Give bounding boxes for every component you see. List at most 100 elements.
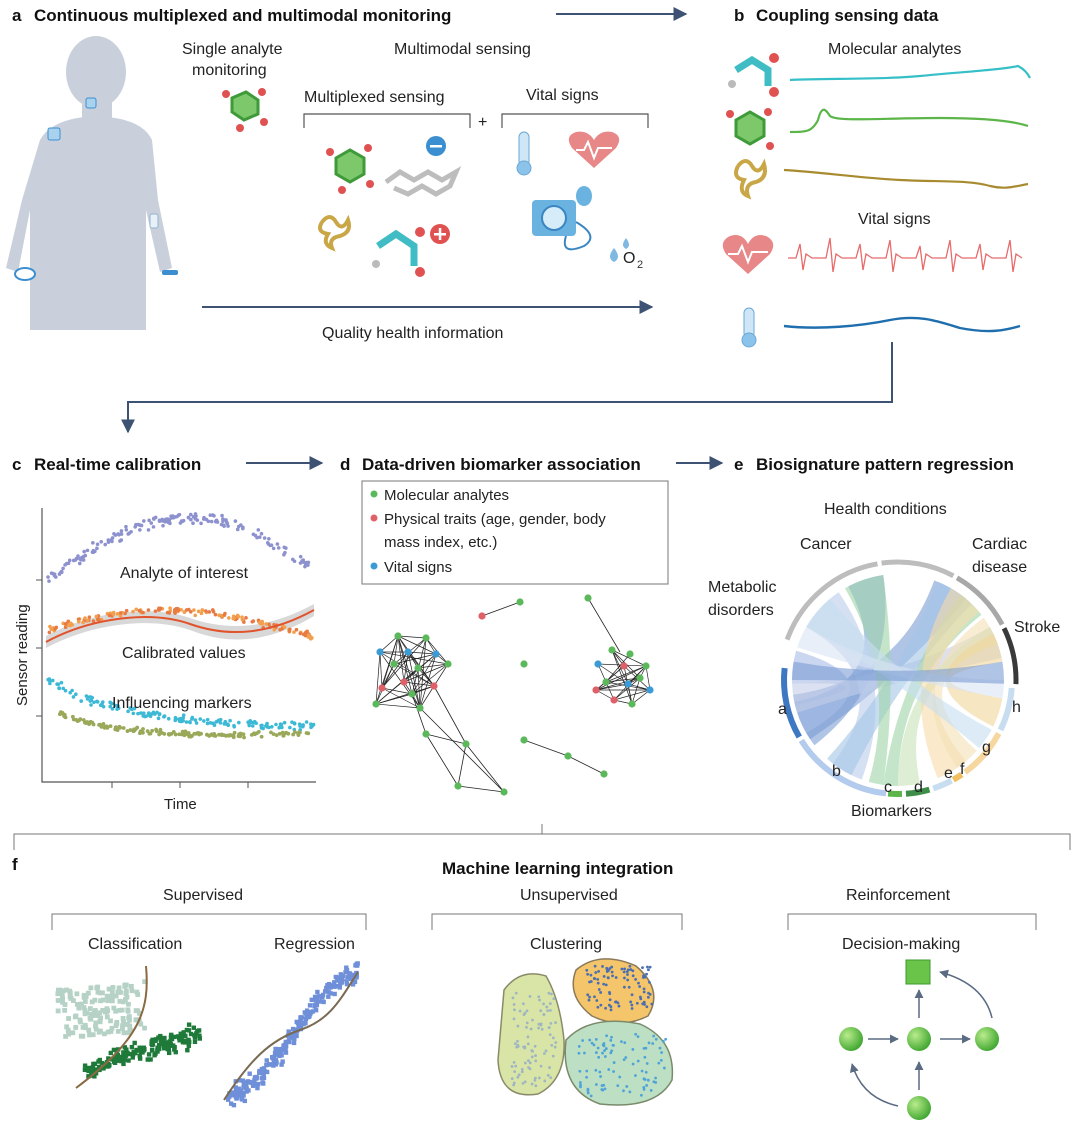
calibrated-point: [83, 616, 87, 620]
regression-point: [349, 972, 355, 978]
class-b-point: [82, 1063, 88, 1068]
influencing-point: [270, 724, 274, 729]
cluster-2-point: [628, 964, 632, 968]
analyte-point: [262, 536, 267, 540]
regression-point: [335, 978, 340, 983]
class-a-point: [125, 1030, 131, 1036]
class-b-point: [96, 1059, 101, 1064]
influencing-point: [185, 732, 189, 737]
class-a-point: [73, 1013, 79, 1019]
multiplexed-bracket: [303, 113, 471, 128]
cluster-2-point: [601, 965, 604, 968]
cluster-1-point: [516, 1075, 520, 1079]
cluster-2-point: [648, 992, 652, 996]
cluster-1-point: [516, 1043, 520, 1047]
cluster-3-point: [602, 1044, 606, 1048]
cluster-3-point: [662, 1039, 665, 1043]
panel-a-title: Continuous multiplexed and multimodal mo…: [34, 6, 451, 25]
calibrated-point: [140, 610, 145, 615]
influencing-point: [290, 720, 294, 724]
class-a-point: [55, 998, 61, 1003]
regression-point: [281, 1043, 286, 1048]
influencing-point: [101, 704, 106, 709]
cluster-3-point: [643, 1055, 647, 1059]
cluster-3-point: [654, 1081, 658, 1084]
calibrated-point: [207, 610, 212, 614]
influencing-point: [141, 711, 146, 715]
cluster-3-point: [664, 1037, 668, 1041]
network-edge: [393, 635, 399, 665]
panel-e: e Biosignature pattern regression Health…: [708, 455, 1060, 820]
legend-marker-molecular: [370, 490, 378, 498]
cluster-1-point: [516, 1039, 519, 1043]
network-node: [624, 680, 632, 688]
cluster-2-point: [604, 1006, 608, 1010]
calibrated-point: [272, 627, 277, 632]
panel-f-top-bracket: [13, 833, 1071, 850]
cardiac-label-1: Cardiac: [972, 536, 1027, 553]
calibrated-point: [96, 617, 100, 622]
network-edge: [595, 665, 647, 691]
cluster-3-point: [599, 1075, 602, 1078]
influencing-point: [62, 712, 67, 717]
analyte-point: [177, 512, 182, 517]
influencing-point: [108, 704, 112, 709]
class-b-point: [194, 1031, 199, 1036]
regression-point: [315, 989, 320, 995]
analyte-point: [152, 517, 156, 521]
class-b-point: [114, 1052, 119, 1057]
class-a-point: [66, 1031, 71, 1037]
class-a-point: [91, 1010, 97, 1016]
legend-item-vital: Vital signs: [384, 559, 452, 576]
regression-point: [303, 1010, 309, 1016]
biomarker-label-a: a: [778, 701, 787, 718]
cluster-1-point: [523, 1080, 527, 1084]
cluster-1-point: [554, 1021, 557, 1025]
calibrated-point: [49, 627, 54, 632]
cluster-3-point: [594, 1083, 598, 1086]
influencing-point: [74, 692, 78, 697]
influencing-point: [139, 711, 143, 715]
analyte-point: [64, 561, 69, 566]
class-b-point: [96, 1064, 102, 1070]
goal-node: [905, 959, 931, 985]
network-edge: [403, 663, 449, 683]
class-b-point: [167, 1039, 173, 1044]
class-a-point: [105, 1029, 111, 1035]
regression-point: [344, 979, 349, 984]
network-edge: [567, 755, 605, 775]
network-edge: [595, 683, 629, 691]
influencing-point: [179, 732, 184, 737]
class-b-point: [156, 1042, 162, 1048]
regression-point: [317, 994, 322, 999]
influencing-point: [85, 720, 90, 724]
network-edge: [419, 637, 427, 709]
class-a-point: [101, 1031, 107, 1037]
cluster-2-point: [622, 970, 626, 974]
class-b-point: [146, 1052, 152, 1057]
regression-point: [320, 992, 326, 998]
cluster-3-point: [659, 1058, 663, 1062]
calibrated-point: [301, 632, 306, 637]
network-edge: [425, 733, 459, 787]
cluster-3-point: [644, 1070, 648, 1074]
cluster-3-point: [651, 1042, 655, 1045]
regression-point: [326, 981, 332, 987]
minus-ion-icon: [426, 136, 446, 156]
class-a-point: [89, 999, 95, 1005]
network-node: [372, 700, 380, 708]
cluster-1-point: [537, 1076, 541, 1080]
influencing-point: [85, 697, 90, 701]
cluster-3-point: [603, 1049, 606, 1052]
class-b-point: [86, 1074, 91, 1079]
influencing-point: [125, 729, 130, 733]
network-node: [564, 752, 572, 760]
influencing-point: [232, 730, 237, 735]
multiplexed-label: Multiplexed sensing: [304, 89, 445, 106]
biomarker-network: [372, 594, 654, 796]
class-b-point: [121, 1050, 126, 1055]
network-edge: [381, 651, 409, 689]
cluster-1-point: [514, 991, 518, 995]
influencing-point: [237, 720, 241, 725]
calibrated-point: [63, 622, 68, 626]
